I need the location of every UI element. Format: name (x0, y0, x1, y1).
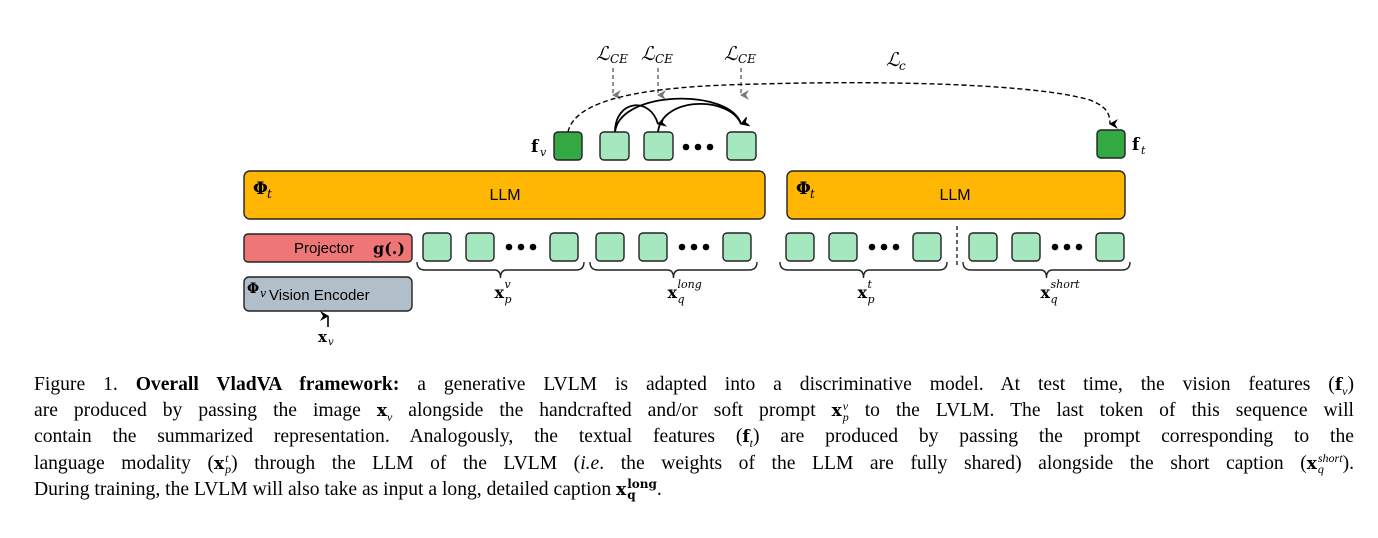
llm-label: LLM (489, 187, 520, 204)
input-token (828, 232, 858, 262)
group-brace (779, 261, 948, 279)
group-brace (589, 261, 758, 279)
input-token (422, 232, 452, 262)
output-token (643, 131, 674, 161)
ellipsis-dot (880, 243, 888, 251)
svg-text:ℒ: ℒ (724, 43, 739, 65)
svg-text:CE: CE (610, 52, 628, 66)
ce-loss-3: ℒ CE (724, 43, 756, 100)
vision-encoder-block: Φ v Vision Encoder (243, 276, 413, 312)
ft-label: f (1132, 135, 1141, 155)
input-token-row (422, 232, 1125, 262)
ellipsis-dots (682, 143, 714, 151)
svg-text:t: t (267, 187, 272, 201)
svg-text:ℒ: ℒ (641, 43, 656, 65)
llm-block-vision: Φ t LLM (243, 170, 766, 220)
svg-text:CE: CE (655, 52, 673, 66)
svg-text:v: v (328, 337, 334, 348)
token-group-label: x (1041, 283, 1051, 302)
input-token (465, 232, 495, 262)
svg-text:t: t (810, 187, 815, 201)
ellipsis-dot (702, 243, 710, 251)
input-token (722, 232, 752, 262)
svg-text:Φ: Φ (247, 281, 259, 297)
svg-text:t: t (1141, 144, 1146, 157)
token-group-sub: p (505, 293, 512, 306)
autoregressive-arrow (614, 97, 751, 133)
input-token (912, 232, 942, 262)
svg-text:g(.): g(.) (373, 239, 405, 258)
token-group-sup: v (505, 278, 512, 291)
svg-text:ℒ: ℒ (886, 49, 901, 71)
ellipsis-dot (1051, 243, 1059, 251)
caption-title: Overall VladVA framework: (135, 374, 400, 395)
ce-loss-2: ℒ CE (641, 43, 673, 100)
input-token (595, 232, 625, 262)
svg-text:v: v (260, 287, 267, 300)
contrastive-loss: ℒ c (567, 49, 1119, 133)
svg-text:Vision Encoder: Vision Encoder (269, 287, 370, 304)
output-token (726, 131, 757, 161)
llm-label: LLM (939, 187, 970, 204)
token-group-sup: short (1051, 278, 1081, 291)
token-group-sup: long (678, 278, 702, 291)
svg-text:c: c (899, 59, 906, 73)
group-brace (962, 261, 1131, 279)
ce-loss-1: ℒ CE (596, 43, 628, 100)
ellipsis-dot (678, 243, 686, 251)
group-brace (416, 261, 585, 279)
input-token (1095, 232, 1125, 262)
vladva-framework-diagram: ℒ CE ℒ CE ℒ CE ℒ c f v f t Φ t LLM (243, 43, 1146, 348)
ellipsis-dot (868, 243, 876, 251)
svg-text:v: v (540, 146, 547, 159)
ellipsis-dot (529, 243, 537, 251)
token-group-sub: q (678, 293, 685, 306)
ellipsis-dot (1075, 243, 1083, 251)
figure-caption: Figure 1. Overall VladVA framework: a ge… (34, 374, 1355, 503)
ellipsis-dot (892, 243, 900, 251)
ellipsis-dot (690, 243, 698, 251)
ellipsis-dot (517, 243, 525, 251)
llm-block-text: Φ t LLM (786, 170, 1126, 220)
contrastive-arrow (567, 81, 1119, 133)
svg-text:Φ: Φ (253, 179, 268, 199)
svg-text:CE: CE (738, 52, 756, 66)
input-token (1011, 232, 1041, 262)
token-group-sub: q (1051, 293, 1058, 306)
input-token (549, 232, 579, 262)
image-input-label: x (318, 328, 328, 346)
figure-number: Figure 1. (34, 374, 118, 395)
input-token (785, 232, 815, 262)
token-group-label: x (858, 283, 868, 302)
svg-text:ℒ: ℒ (596, 43, 611, 65)
projector-block: Projector g(.) (243, 233, 413, 263)
svg-text:Φ: Φ (796, 179, 811, 199)
fv-label: f (531, 137, 540, 157)
input-token (968, 232, 998, 262)
token-group-label: x (495, 283, 505, 302)
token-group-sup: t (868, 278, 873, 291)
ellipsis-dot (505, 243, 513, 251)
autoregressive-arrow (657, 103, 751, 133)
autoregressive-arrow (614, 104, 668, 133)
ellipsis-dot (1063, 243, 1071, 251)
text-feature-token (1096, 129, 1126, 159)
token-group-label: x (668, 283, 678, 302)
token-group-sub: p (868, 293, 875, 306)
svg-text:Projector: Projector (294, 240, 354, 257)
output-token (599, 131, 630, 161)
vision-feature-token (553, 131, 583, 161)
input-token (638, 232, 668, 262)
